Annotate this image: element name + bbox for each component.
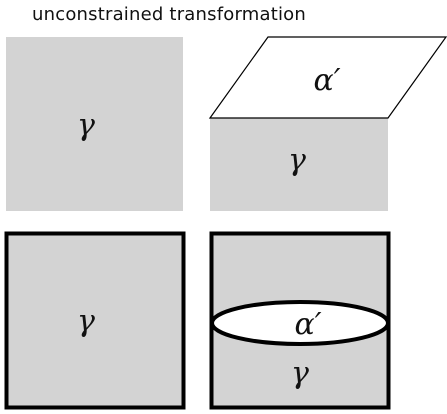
- alpha-prime-sheared-region: [208, 36, 447, 119]
- diagram-title: unconstrained transformation: [32, 4, 306, 25]
- gamma-label: γ: [77, 108, 95, 143]
- alpha-prime-label: α′: [313, 63, 340, 98]
- gamma-region-constrained: [4, 231, 186, 410]
- gamma-label: γ: [77, 304, 95, 339]
- panel-unconstrained-parent: γ: [6, 37, 183, 211]
- panel-constrained-parent: γ: [4, 231, 186, 410]
- gamma-label: γ: [291, 356, 309, 391]
- gamma-label: γ: [288, 143, 306, 178]
- gamma-region: [210, 118, 388, 211]
- alpha-prime-lens-region: [210, 300, 390, 346]
- gamma-region: [6, 37, 183, 211]
- alpha-prime-label: α′: [294, 307, 321, 342]
- panel-unconstrained-transformed: α′ γ: [208, 36, 447, 211]
- panel-constrained-transformed: α′ γ: [209, 231, 391, 410]
